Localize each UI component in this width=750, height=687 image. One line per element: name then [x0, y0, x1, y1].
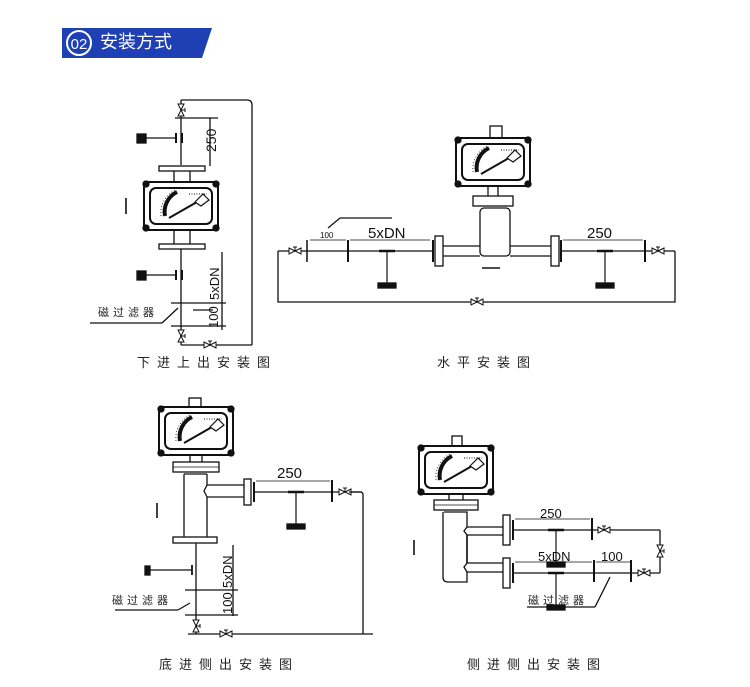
valve-icon: [219, 629, 233, 638]
diagram-horizontal: 100 5xDN 250: [277, 125, 676, 306]
caption-bottom-in-top-out: 下进上出安装图: [137, 356, 278, 371]
dim-5xdn: 5xDN: [368, 225, 406, 242]
filter-label: 磁过滤器: [528, 594, 588, 607]
dim-100: 100: [601, 549, 623, 564]
valve-icon: [288, 246, 302, 255]
valve-icon: [656, 544, 665, 558]
diagram-side-in-side-out: 250 5xDN 100 磁过滤器: [413, 435, 665, 612]
section-number-badge: 02: [66, 30, 92, 56]
pipe-support-icon: [594, 249, 616, 290]
filter-label: 磁过滤器: [112, 594, 172, 607]
dim-250: 250: [203, 128, 219, 152]
filter-label: 磁过滤器: [98, 306, 158, 319]
dim-100: 100: [320, 231, 334, 240]
valve-icon: [203, 340, 217, 349]
dim-250: 250: [277, 465, 302, 482]
dim-5xdn: 5xDN: [220, 555, 235, 588]
dim-5xdn: 5xDN: [538, 549, 571, 564]
dim-250: 250: [587, 225, 612, 242]
valve-icon: [637, 568, 651, 577]
magnet-icon: [136, 270, 147, 281]
dim-250: 250: [540, 506, 562, 521]
pipe-support-icon: [376, 249, 398, 290]
dim-5xdn: 5xDN: [207, 267, 222, 300]
magnet-icon: [136, 133, 147, 144]
flowmeter-icon: [453, 135, 533, 189]
flowmeter-icon: [416, 443, 496, 497]
valve-icon: [177, 103, 186, 117]
dim-100: 100: [220, 592, 235, 614]
valve-icon: [192, 619, 201, 633]
valve-icon: [651, 246, 665, 255]
dim-100: 100: [206, 306, 221, 328]
flowmeter-icon: [156, 404, 236, 458]
caption-side-in-side-out: 侧进侧出安装图: [467, 658, 608, 673]
section-title: 安装方式: [100, 32, 172, 53]
valve-icon: [597, 525, 611, 534]
caption-bottom-in-side-out: 底进侧出安装图: [159, 658, 300, 673]
valve-icon: [470, 297, 484, 306]
valve-icon: [177, 329, 186, 343]
pipe-support-icon: [285, 490, 307, 531]
diagram-bottom-in-side-out: 250 5xDN 100 磁过滤器: [112, 397, 373, 638]
header-banner: [62, 28, 212, 58]
flowmeter-icon: [141, 179, 221, 233]
diagram-bottom-in-top-out: 250 5xDN 100 磁过滤器: [90, 99, 253, 349]
magnet-icon: [144, 565, 151, 576]
caption-horizontal: 水平安装图: [437, 356, 538, 371]
